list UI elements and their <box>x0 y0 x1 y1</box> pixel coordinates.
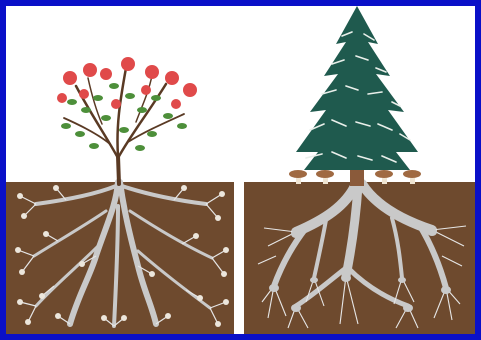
caption <box>0 330 481 340</box>
root-systems-diagram <box>6 6 475 334</box>
panel-divider <box>234 182 244 334</box>
